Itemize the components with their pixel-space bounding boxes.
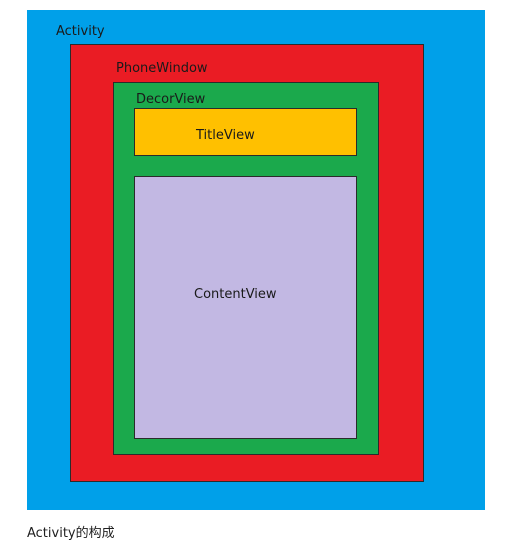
content-view-box (134, 176, 357, 439)
title-view-label: TitleView (196, 128, 255, 143)
phone-window-label: PhoneWindow (116, 61, 208, 76)
figure-caption: Activity的构成 (27, 526, 115, 541)
decor-view-label: DecorView (136, 92, 206, 107)
title-view-box (134, 108, 357, 156)
content-view-label: ContentView (194, 287, 277, 302)
activity-label: Activity (56, 24, 105, 39)
